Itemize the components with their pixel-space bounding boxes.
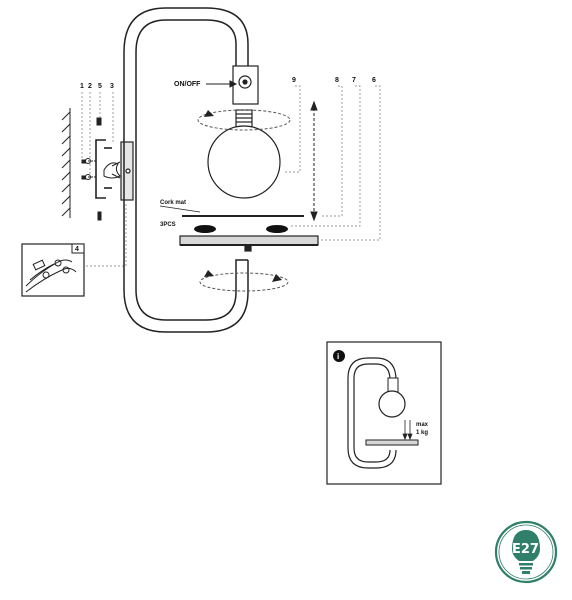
- rotation-arrowhead-icon: [272, 274, 282, 282]
- bulb-icon: [512, 530, 540, 574]
- callout-8: 8: [335, 77, 339, 84]
- max-load-info-box: i max 1 kg: [326, 341, 442, 485]
- callout-7: 7: [352, 77, 356, 84]
- wall: [61, 108, 71, 218]
- max-load-label: max: [416, 422, 429, 428]
- shelf: [179, 235, 319, 252]
- lamp-frame: [123, 7, 249, 333]
- switch-arrow: [206, 80, 238, 88]
- info-icon-label: i: [337, 352, 339, 361]
- switch-label: ON/OFF: [174, 81, 201, 88]
- bulb: [207, 109, 281, 199]
- callout-3: 3: [110, 83, 114, 90]
- mounting-bracket: [95, 139, 112, 199]
- callout-1: 1: [80, 83, 84, 90]
- pads-label: 3PCS: [160, 222, 176, 228]
- mini-bulb-icon: [378, 390, 406, 418]
- wiring-detail-box: 4: [21, 243, 85, 297]
- height-arrow: [310, 100, 318, 222]
- callout-numbers: 1 2 5 3 9 8 7 6: [80, 77, 376, 90]
- mini-socket: [387, 377, 399, 393]
- mini-lamp-frame: [347, 357, 397, 469]
- callout-4: 4: [75, 246, 79, 253]
- callout-5: 5: [98, 83, 102, 90]
- rotation-arrowhead-icon: [204, 270, 214, 277]
- e27-label: E27: [512, 542, 539, 557]
- wire-connector: [103, 161, 121, 179]
- rotation-arrowhead-icon: [204, 110, 214, 117]
- callout-2: 2: [88, 83, 92, 90]
- callout-leaders: [81, 85, 381, 267]
- mini-shelf: [365, 439, 419, 446]
- cork-mat: [159, 205, 304, 217]
- load-arrows-icon: [402, 420, 413, 441]
- rotation-arrow-bulb: [197, 109, 291, 131]
- info-icon: [333, 350, 345, 362]
- cork-mat-label: Cork mat: [160, 200, 186, 206]
- wall-plate: [120, 141, 134, 201]
- switch-socket: [232, 65, 259, 105]
- rotation-arrow-shelf: [199, 272, 289, 292]
- callout-6: 6: [372, 77, 376, 84]
- wiring-terminals-icon: [25, 259, 77, 293]
- screws-and-dowels: [81, 117, 102, 221]
- e27-badge: E27: [494, 520, 558, 584]
- callout-9: 9: [292, 77, 296, 84]
- max-load-value: 1 kg: [416, 430, 428, 436]
- rubber-pads: [194, 225, 288, 233]
